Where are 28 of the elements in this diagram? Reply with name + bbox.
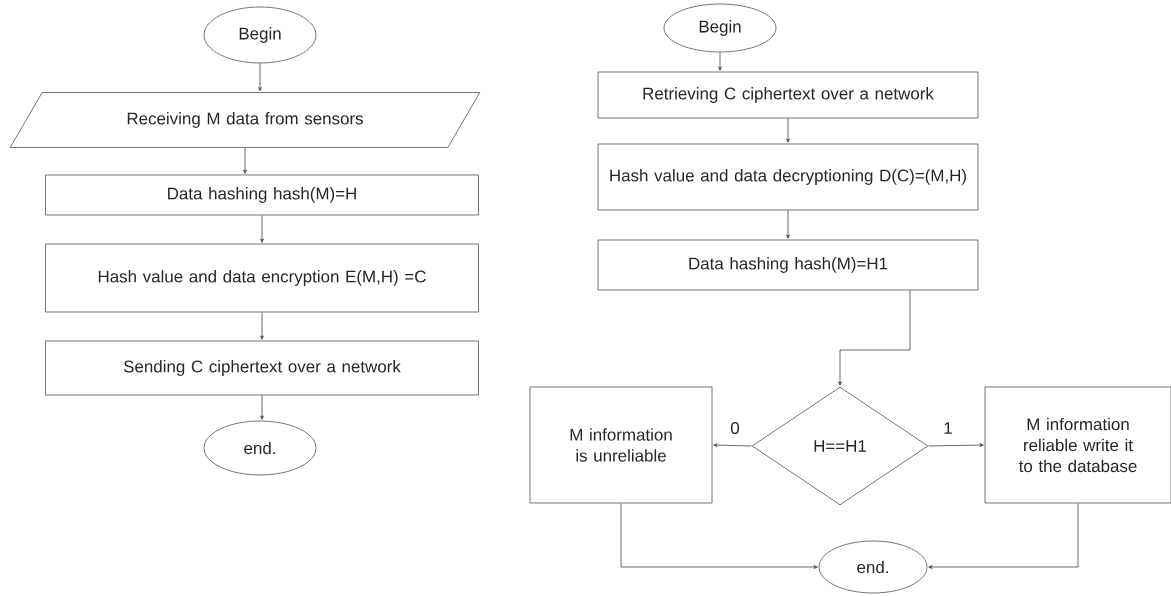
arrow [620, 503, 818, 569]
process-box: Hash value and data decryptioning D(C)=(M,H) [597, 143, 979, 211]
arrow [786, 210, 790, 239]
process-box: Hash value and data encryption E(M,H) =C [45, 243, 479, 313]
arrow [838, 290, 911, 386]
arrow [928, 503, 1079, 569]
arrow [258, 63, 262, 92]
arrow [718, 52, 722, 71]
end-oval: end. [203, 420, 317, 476]
arrow [243, 147, 247, 174]
arrow [260, 215, 264, 243]
edge-label: 0 [729, 421, 741, 435]
process-box: Data hashing hash(M)=H1 [597, 239, 979, 291]
process-box: Retrieving C ciphertext over a network [597, 71, 979, 119]
process-box: Data hashing hash(M)=H [45, 174, 479, 216]
end-oval: end. [818, 540, 928, 594]
arrow [786, 118, 790, 143]
arrow [713, 443, 752, 447]
edge-label: 1 [942, 421, 954, 435]
input-parallelogram: Receiving M data from sensors [9, 92, 481, 148]
arrow [260, 395, 264, 420]
process-box: M information reliable write it to the database [984, 386, 1171, 504]
arrow [260, 312, 264, 340]
start-oval: Begin [663, 3, 777, 53]
process-box: M information is unreliable [529, 386, 713, 504]
process-box: Sending C ciphertext over a network [45, 340, 479, 396]
arrow [928, 443, 984, 447]
start-oval: Begin [203, 6, 317, 64]
